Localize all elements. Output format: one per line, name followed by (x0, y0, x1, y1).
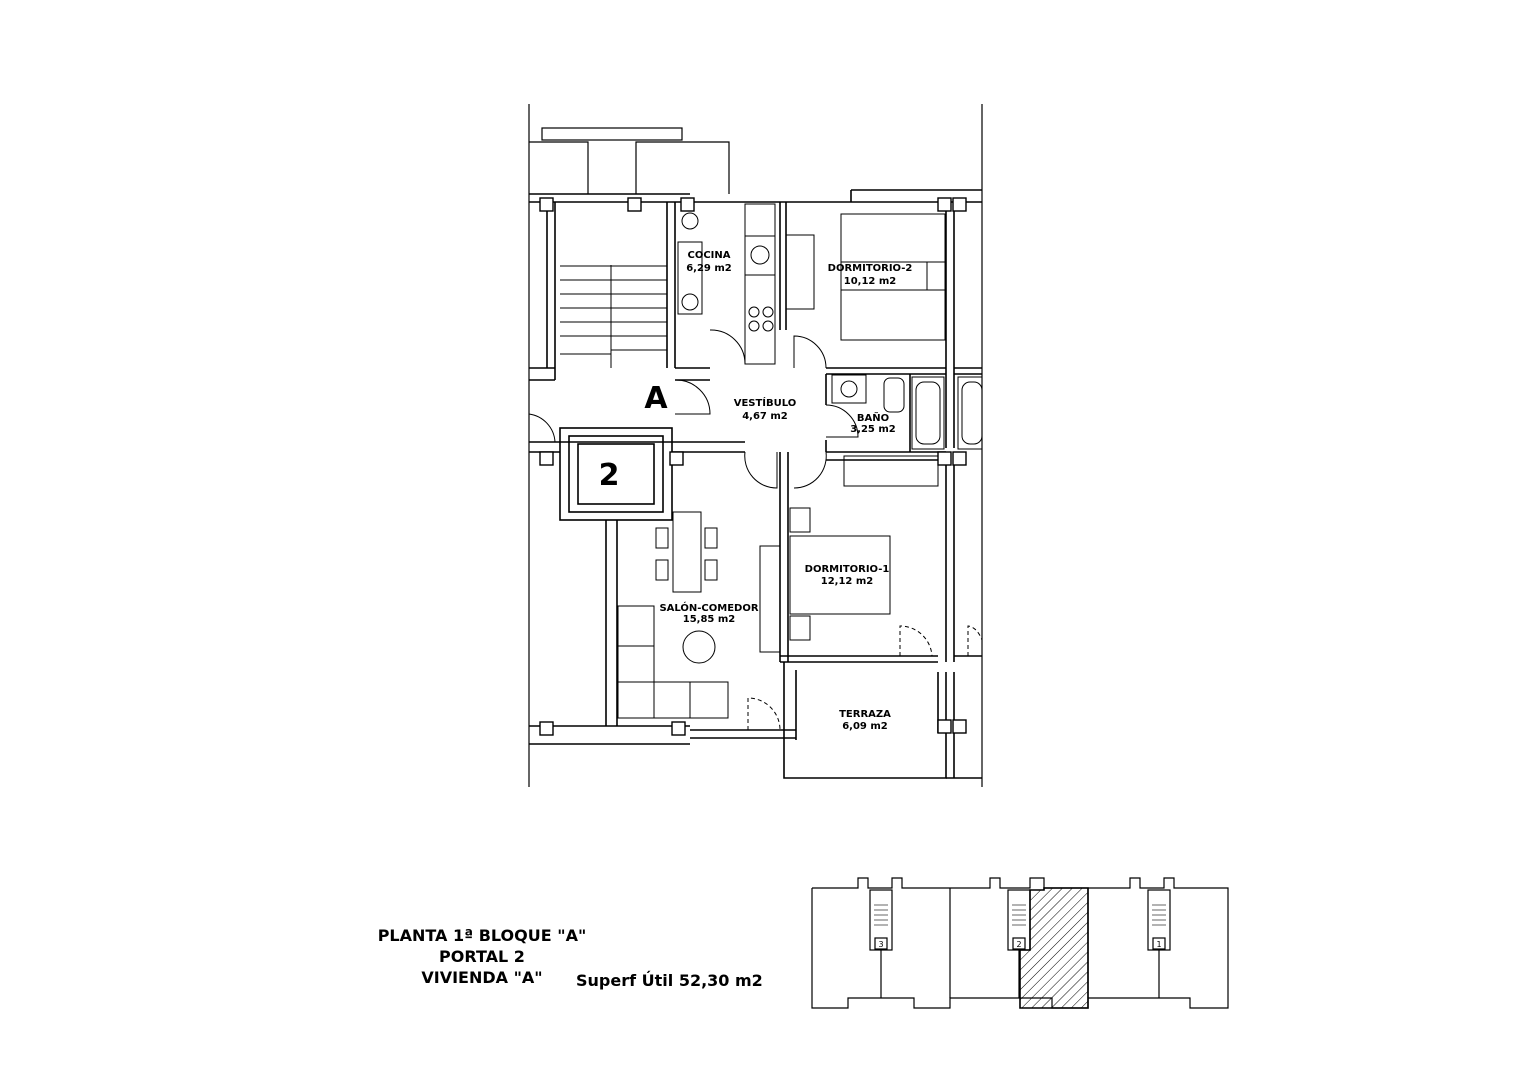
vestibulo-name: VESTÍBULO (734, 396, 797, 409)
bath-fixtures (831, 374, 983, 450)
salon-comedor-area: 15,85 m2 (683, 614, 736, 625)
top-balconies (529, 127, 730, 194)
highlighted-dwelling (1019, 887, 1089, 1009)
terraza-name: TERRAZA (839, 709, 891, 720)
dormitorio-2-name: DORMITORIO-2 (828, 263, 913, 274)
bano-area: 3,25 m2 (850, 424, 896, 435)
key-portal-1: 1 (1156, 940, 1161, 949)
dormitorio-2-area: 10,12 m2 (844, 276, 897, 287)
door-swings (528, 329, 983, 731)
caption-line-2: PORTAL 2 (439, 947, 525, 966)
caption-line-1: PLANTA 1ª BLOQUE "A" (377, 926, 587, 945)
key-plan-portal-labels: 3 2 1 (878, 940, 1161, 949)
key-portal-3: 3 (878, 940, 883, 949)
dormitorio-1-furniture (789, 455, 939, 641)
unit-letter: A (644, 381, 668, 416)
dormitorio-1-area: 12,12 m2 (821, 576, 874, 587)
cocina-area: 6,29 m2 (686, 263, 732, 274)
dormitorio-1-name: DORMITORIO-1 (805, 564, 890, 575)
terraza-area: 6,09 m2 (842, 721, 888, 732)
useful-surface: Superf Útil 52,30 m2 (576, 971, 763, 990)
structural-pillars (539, 197, 967, 736)
site-boundary (528, 104, 983, 787)
room-labels: COCINA 6,29 m2 DORMITORIO-2 10,12 m2 VES… (599, 250, 913, 732)
key-plan (811, 877, 1229, 1009)
cocina-name: COCINA (687, 250, 730, 261)
vestibulo-area: 4,67 m2 (742, 411, 788, 422)
portal-number: 2 (599, 458, 620, 493)
staircase (560, 265, 667, 368)
bano-name: BAÑO (857, 411, 889, 424)
exterior-walls (529, 189, 982, 779)
key-portal-2: 2 (1016, 940, 1021, 949)
dormitorio-2-furniture (785, 213, 946, 341)
caption-line-3: VIVIENDA "A" (421, 968, 543, 987)
salon-comedor-name: SALÓN-COMEDOR (659, 601, 758, 614)
salon-furniture (617, 511, 781, 719)
kitchen-fixtures (677, 203, 776, 365)
